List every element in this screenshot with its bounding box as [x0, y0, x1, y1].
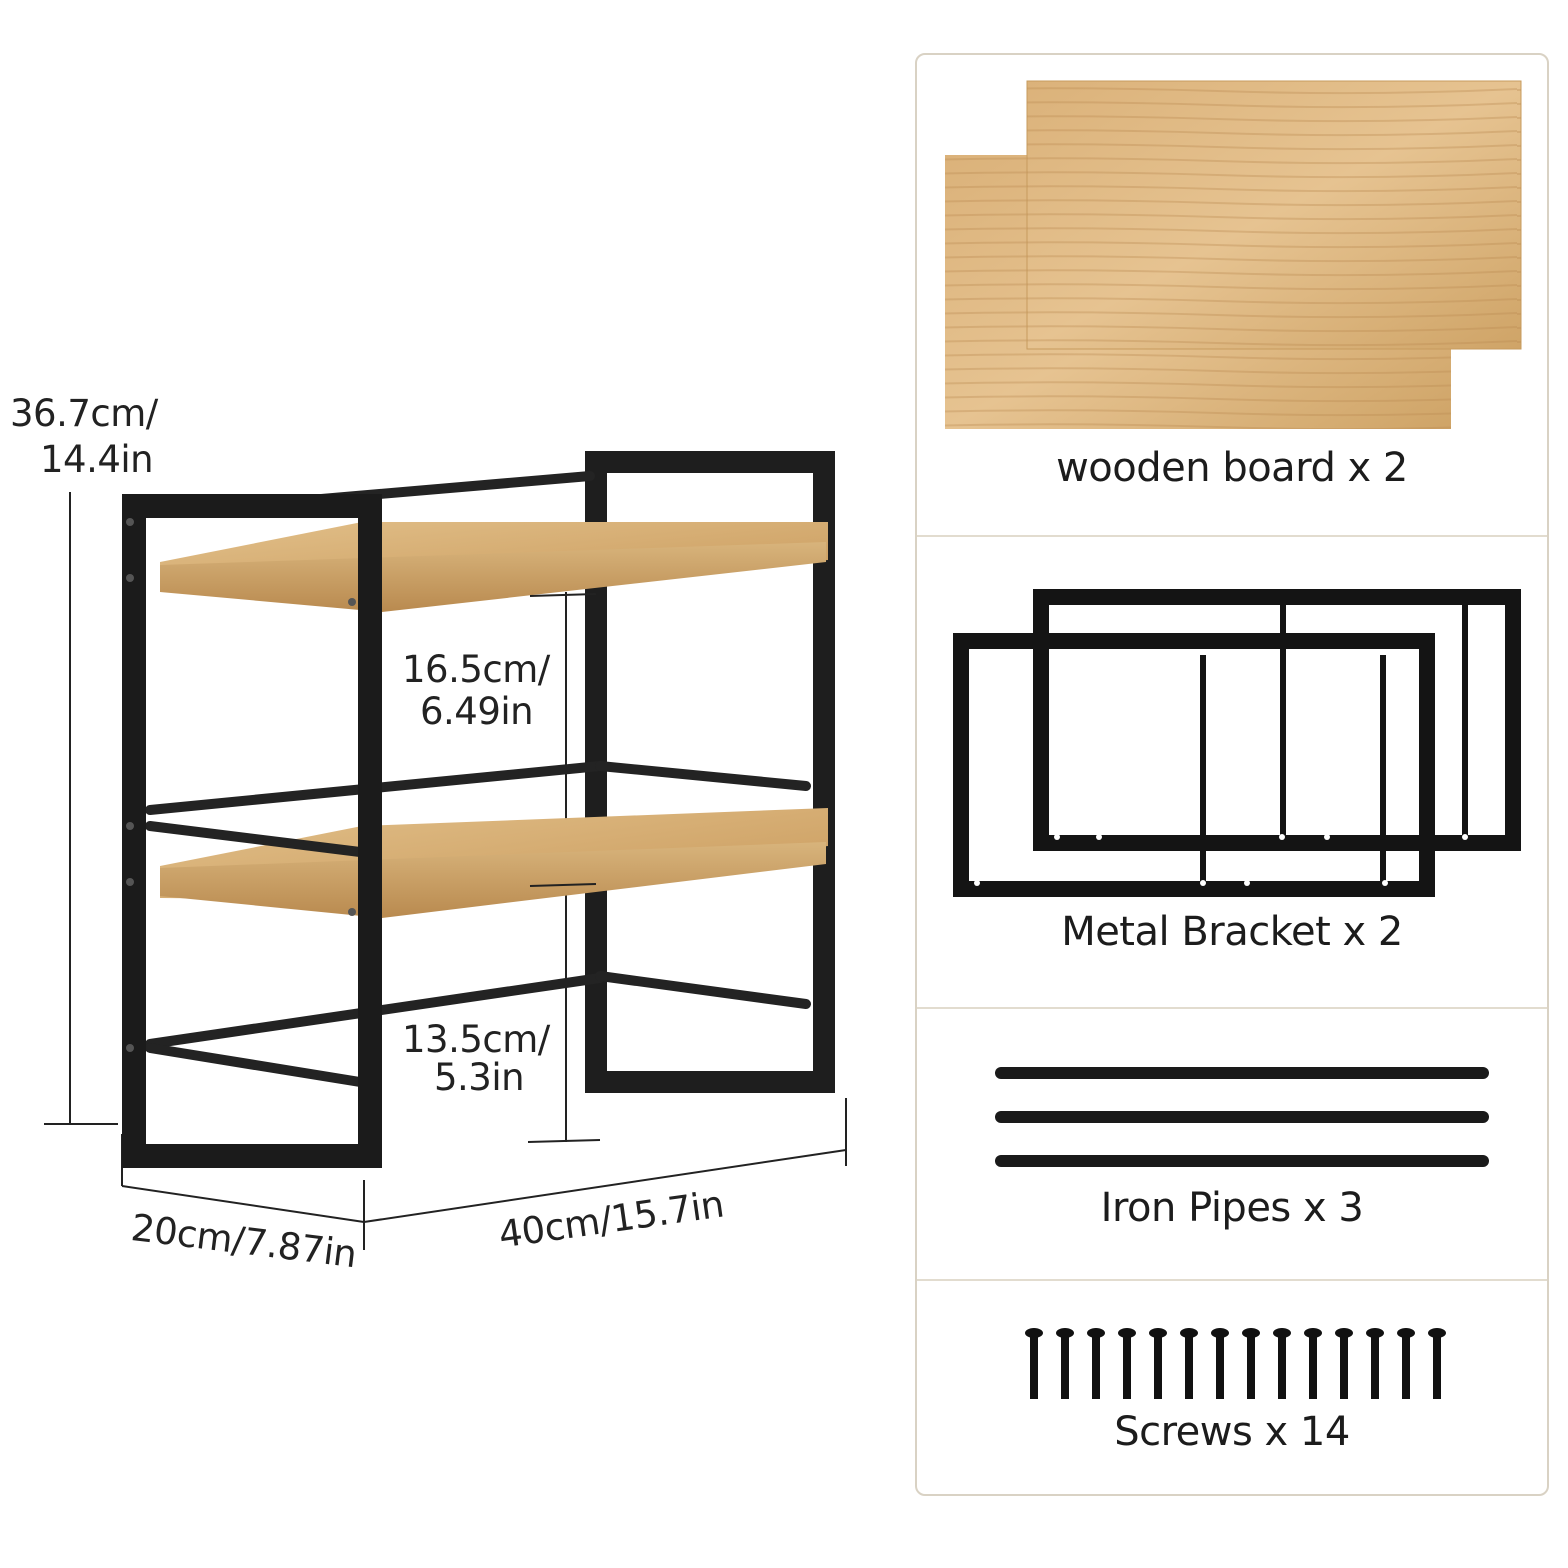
- front-pipes: [145, 761, 811, 1087]
- shelf-illustration: [44, 451, 847, 1250]
- height-in-label: 14.4in: [40, 438, 154, 481]
- part-label-metal-bracket: Metal Bracket x 2: [1061, 909, 1403, 955]
- part-label-wooden-board: wooden board x 2: [1056, 445, 1408, 491]
- bottom-shelf: [160, 808, 828, 918]
- part-label-screws: Screws x 14: [1114, 1409, 1350, 1455]
- part-metal-bracket: Metal Bracket x 2: [917, 535, 1547, 1009]
- part-label-iron-pipes: Iron Pipes x 3: [1100, 1185, 1364, 1231]
- part-screws: Screws x 14: [917, 1279, 1547, 1496]
- frame-screws: [126, 518, 356, 1052]
- bottom-gap-cm-label: 13.5cm/: [402, 1018, 550, 1061]
- wooden-board-icon: [945, 80, 1522, 429]
- metal-bracket-icon: [953, 589, 1521, 897]
- shelf-gap-cm-label: 16.5cm/: [402, 648, 550, 691]
- gap-guide: [529, 593, 597, 887]
- height-cm-label: 36.7cm/: [10, 392, 158, 435]
- back-frame: [585, 451, 835, 1093]
- part-iron-pipes: Iron Pipes x 3: [917, 1007, 1547, 1281]
- parts-panel: wooden board x 2 Metal Bracket x 2: [915, 53, 1549, 1496]
- iron-pipe-icon: [995, 1067, 1489, 1167]
- screw-icon: [1025, 1328, 1446, 1399]
- top-shelf: [160, 522, 828, 612]
- shelf-gap-in-label: 6.49in: [420, 690, 534, 733]
- part-wooden-board: wooden board x 2: [917, 55, 1547, 535]
- front-frame: [122, 494, 382, 1168]
- bottom-gap-in-label: 5.3in: [434, 1056, 525, 1099]
